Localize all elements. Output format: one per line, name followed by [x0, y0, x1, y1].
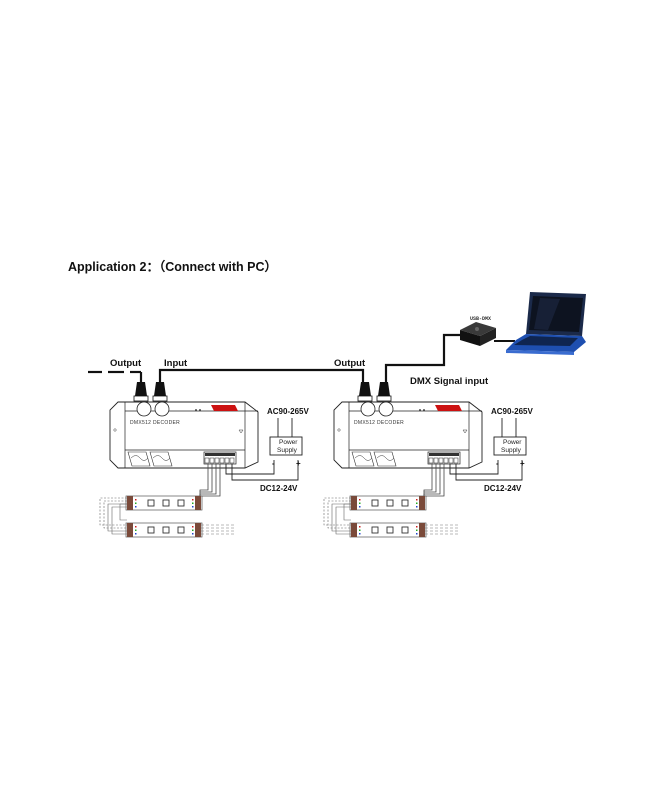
led-chip	[162, 526, 170, 534]
strip-connector-left	[127, 523, 133, 537]
dial-icon	[360, 401, 376, 417]
led-strip-top	[125, 495, 203, 511]
xlr-input-connector	[376, 382, 392, 402]
led-chip	[371, 526, 379, 534]
led-dot	[419, 409, 421, 411]
dial-icon	[154, 401, 170, 417]
terminal-block	[427, 451, 461, 465]
led-dot	[199, 409, 201, 411]
xlr-output-connector	[357, 382, 373, 402]
decoder-name-label: DMX512 DECODER	[130, 420, 180, 426]
input-label-left: Input	[164, 358, 188, 369]
minus-label: -	[496, 459, 499, 468]
diagram-title: Application 2：（Connect with PC）	[68, 259, 277, 274]
strip-connector-left	[351, 496, 357, 510]
led-chip	[147, 526, 155, 534]
led-chip	[386, 526, 394, 534]
dial-icon	[136, 401, 152, 417]
dmx-signal-input-label: DMX Signal input	[410, 376, 489, 387]
power-supply-label-line1: Power	[503, 439, 522, 446]
dc-plus-wire	[231, 460, 299, 481]
strip-connector-right	[195, 523, 201, 537]
led-chip	[401, 526, 409, 534]
power-supply-label-line1: Power	[279, 439, 298, 446]
strip-wires	[423, 464, 445, 504]
dc-plus-wire	[455, 460, 523, 481]
plus-label: +	[296, 459, 301, 468]
led-dot	[195, 409, 197, 411]
strip-wires	[199, 464, 221, 504]
strip-connector-left	[351, 523, 357, 537]
led-dot	[423, 409, 425, 411]
strip-connector-right	[195, 496, 201, 510]
dc-voltage-label: DC12-24V	[484, 484, 522, 493]
usb-dmx-interface: USB-DMX	[460, 316, 496, 346]
dc-minus-wire	[225, 460, 275, 475]
decoder-name-label: DMX512 DECODER	[354, 420, 404, 426]
mount-foot	[373, 451, 397, 467]
red-indicator	[211, 405, 238, 411]
led-chip	[177, 499, 185, 507]
dmx-cable-lines	[88, 333, 515, 382]
output-label-left: Output	[110, 358, 142, 369]
power-supply-label-line2: Supply	[277, 447, 298, 454]
minus-label: -	[272, 459, 275, 468]
dial-icon	[378, 401, 394, 417]
led-strip-bottom	[349, 522, 427, 538]
led-strip-bottom	[125, 522, 203, 538]
strip-connector-right	[419, 523, 425, 537]
plus-label: +	[520, 459, 525, 468]
ac-voltage-label: AC90-265V	[491, 407, 533, 416]
led-chip	[386, 499, 394, 507]
xlr-output-connector	[133, 382, 149, 402]
xlr-input-connector	[152, 382, 168, 402]
dc-minus-wire	[449, 460, 499, 475]
strip-connector-left	[127, 496, 133, 510]
led-chip	[371, 499, 379, 507]
mount-foot	[127, 451, 151, 467]
led-chip	[147, 499, 155, 507]
laptop-pc	[506, 292, 586, 355]
led-chip	[162, 499, 170, 507]
led-chip	[177, 526, 185, 534]
mount-foot	[149, 451, 173, 467]
dc-voltage-label: DC12-24V	[260, 484, 298, 493]
usb-dmx-label: USB-DMX	[470, 316, 491, 322]
red-indicator	[435, 405, 462, 411]
output-label-right: Output	[334, 358, 366, 369]
led-strip-top	[349, 495, 427, 511]
terminal-block	[203, 451, 237, 465]
ac-voltage-label: AC90-265V	[267, 407, 309, 416]
mount-foot	[351, 451, 375, 467]
power-supply-label-line2: Supply	[501, 447, 522, 454]
strip-connector-right	[419, 496, 425, 510]
led-chip	[401, 499, 409, 507]
